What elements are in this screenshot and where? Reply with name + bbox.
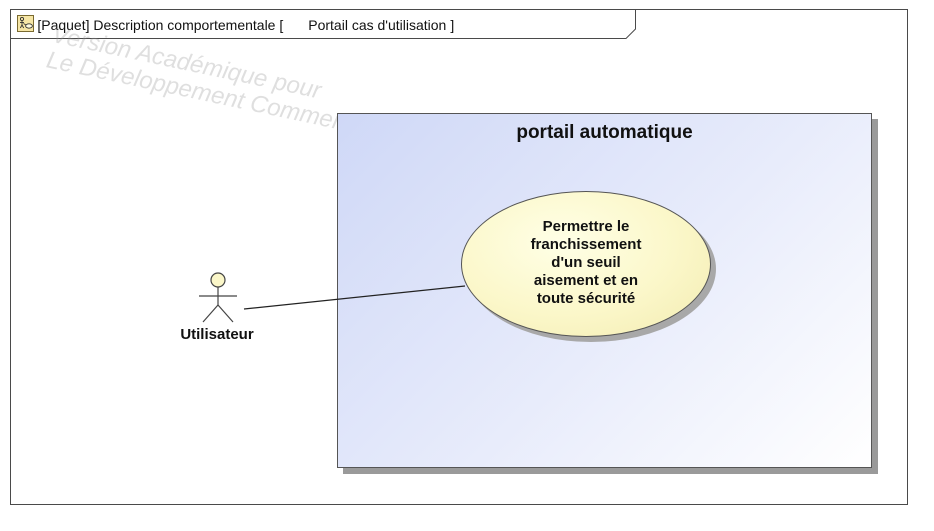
use-case-franchissement[interactable]: Permettre le franchissement d'un seuil a… [461,191,711,337]
frame-title: uc [Paquet] Description comportementale … [17,15,454,35]
stick-figure-icon [199,272,237,323]
association-line[interactable] [243,285,466,310]
frame-title-prefix: [Paquet] Description comportementale [ [37,17,284,33]
actor-utilisateur[interactable] [193,270,243,326]
actor-label: Utilisateur [180,326,254,343]
use-case-diagram-icon [17,15,304,34]
frame-tab-outline [10,9,636,39]
frame-title-suffix: ] [450,17,455,33]
frame-diagram-name: Portail cas d'utilisation [308,17,447,33]
use-case-label: Permettre le franchissement d'un seuil a… [530,218,642,307]
system-boundary-title: portail automatique [516,122,693,143]
frame-header-tab[interactable]: uc [Paquet] Description comportementale … [10,9,636,39]
